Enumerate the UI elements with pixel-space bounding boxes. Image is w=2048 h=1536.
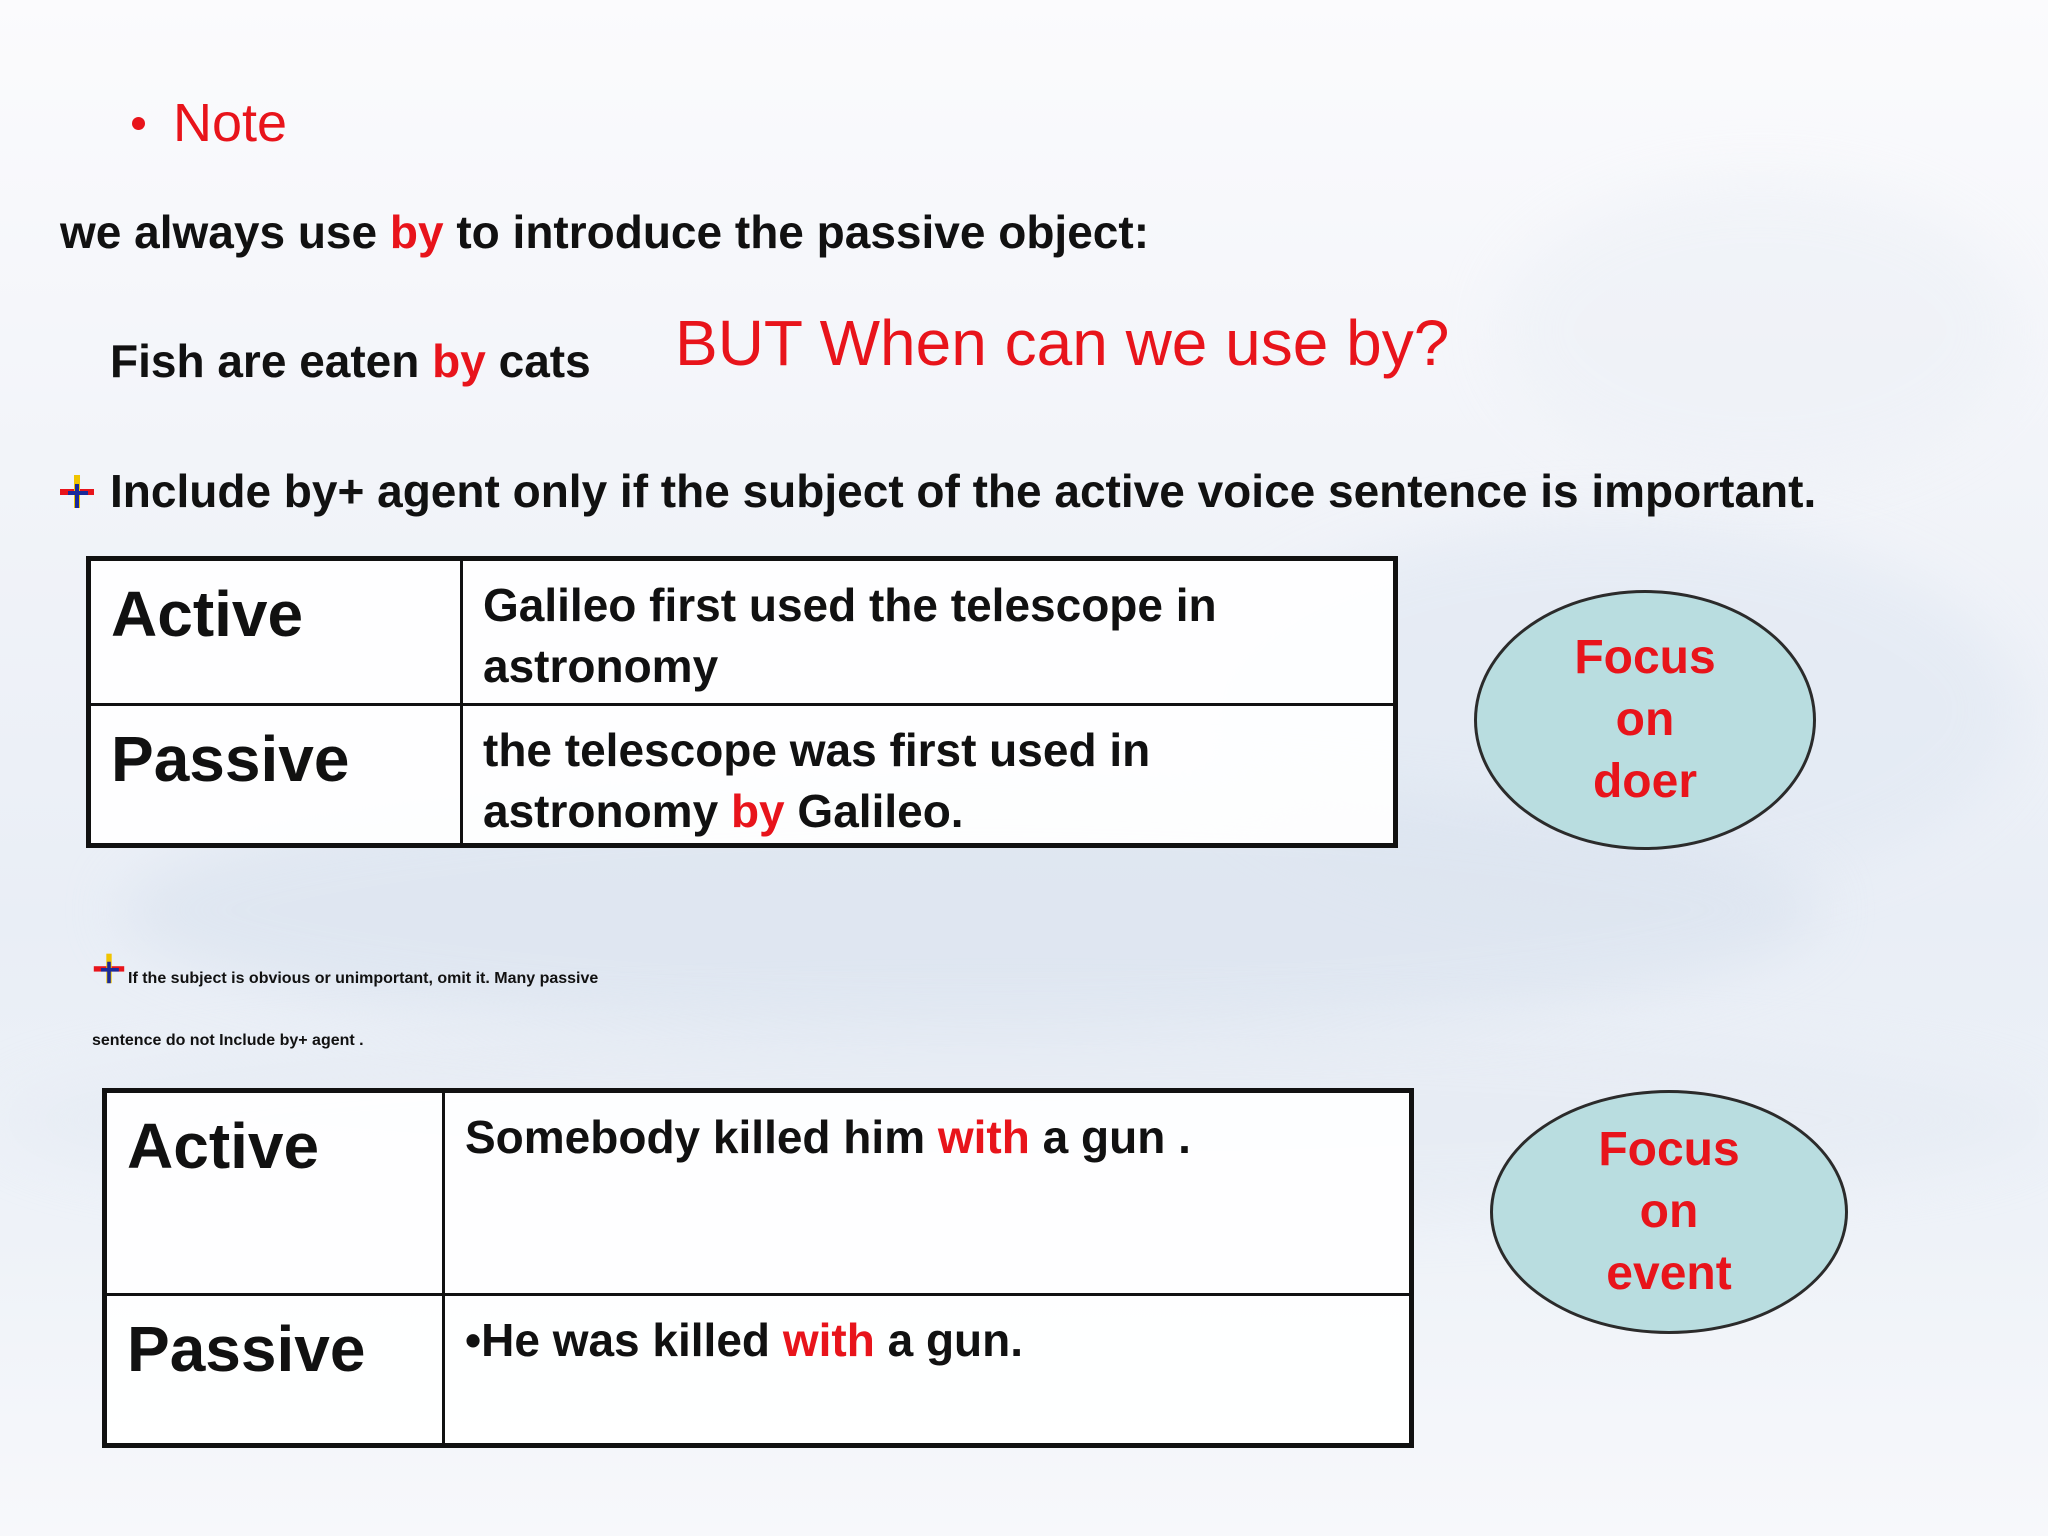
example-before: Fish are eaten (110, 335, 433, 387)
plus-bullet-icon (60, 475, 94, 508)
passive-highlight: with (782, 1314, 875, 1366)
passive-line-2-highlight: by (730, 785, 785, 837)
table-cell-passive: the telescope was first used in astronom… (463, 706, 1393, 843)
example-highlight: by (432, 335, 486, 387)
table-label-passive: Passive (107, 1296, 445, 1443)
rule-one-text: Include by+ agent only if the subject of… (110, 465, 1817, 517)
intro-after: to introduce the passive object: (443, 206, 1150, 258)
active-after: a gun . (1029, 1111, 1191, 1163)
table-cell-active: Galileo first used the telescope in astr… (463, 561, 1393, 703)
focus-event-ellipse: Focus on event (1490, 1090, 1848, 1334)
table-label-active: Active (91, 561, 463, 703)
passive-line-2-after: Galileo. (784, 785, 964, 837)
bullet-dot-icon (132, 116, 145, 130)
active-before: Somebody killed him (465, 1111, 938, 1163)
active-line-1: Galileo first used the telescope in (483, 579, 1217, 631)
rule-one: Include by+ agent only if the subject of… (58, 464, 1816, 518)
active-line-2: astronomy (483, 640, 719, 692)
intro-before: we always use (60, 206, 390, 258)
focus-doer-line-1: Focus (1574, 631, 1716, 684)
passive-after: a gun. (874, 1314, 1024, 1366)
example-after: cats (485, 335, 591, 387)
example-table-doer: Active Galileo first used the telescope … (86, 556, 1398, 848)
intro-highlight: by (389, 206, 444, 258)
focus-event-line-1: Focus (1598, 1123, 1740, 1176)
table-cell-active: Somebody killed him with a gun . (445, 1093, 1409, 1293)
focus-event-line-2: on (1639, 1185, 1699, 1238)
rule-two-line-2: sentence do not Include by+ agent . (92, 1032, 364, 1049)
passive-line-2-before: astronomy (483, 785, 731, 837)
table-row: Passive •He was killed with a gun. (107, 1293, 1409, 1443)
passive-before: •He was killed (465, 1314, 783, 1366)
table-label-active: Active (107, 1093, 445, 1293)
table-cell-passive: •He was killed with a gun. (445, 1296, 1409, 1443)
table-row: Active Somebody killed him with a gun . (107, 1093, 1409, 1293)
intro-sentence: we always use by to introduce the passiv… (60, 205, 1149, 259)
active-highlight: with (937, 1111, 1030, 1163)
table-row: Active Galileo first used the telescope … (91, 561, 1393, 703)
focus-doer-line-3: doer (1592, 755, 1697, 808)
focus-doer-ellipse: Focus on doer (1474, 590, 1816, 850)
rule-two: If the subject is obvious or unimportant… (92, 948, 1792, 1072)
rule-two-line-1: If the subject is obvious or unimportant… (128, 970, 599, 987)
focus-event-line-3: event (1606, 1247, 1732, 1300)
note-label: Note (173, 93, 288, 153)
example-table-event: Active Somebody killed him with a gun . … (102, 1088, 1414, 1448)
note-heading: Note (132, 92, 287, 154)
passive-line-1: the telescope was first used in (483, 724, 1151, 776)
plus-bullet-icon (93, 953, 125, 984)
example-sentence: Fish are eaten by cats (110, 334, 591, 388)
table-label-passive: Passive (91, 706, 463, 843)
table-row: Passive the telescope was first used in … (91, 703, 1393, 843)
focus-doer-line-2: on (1615, 693, 1675, 746)
question-text: BUT When can we use by? (675, 307, 1450, 379)
